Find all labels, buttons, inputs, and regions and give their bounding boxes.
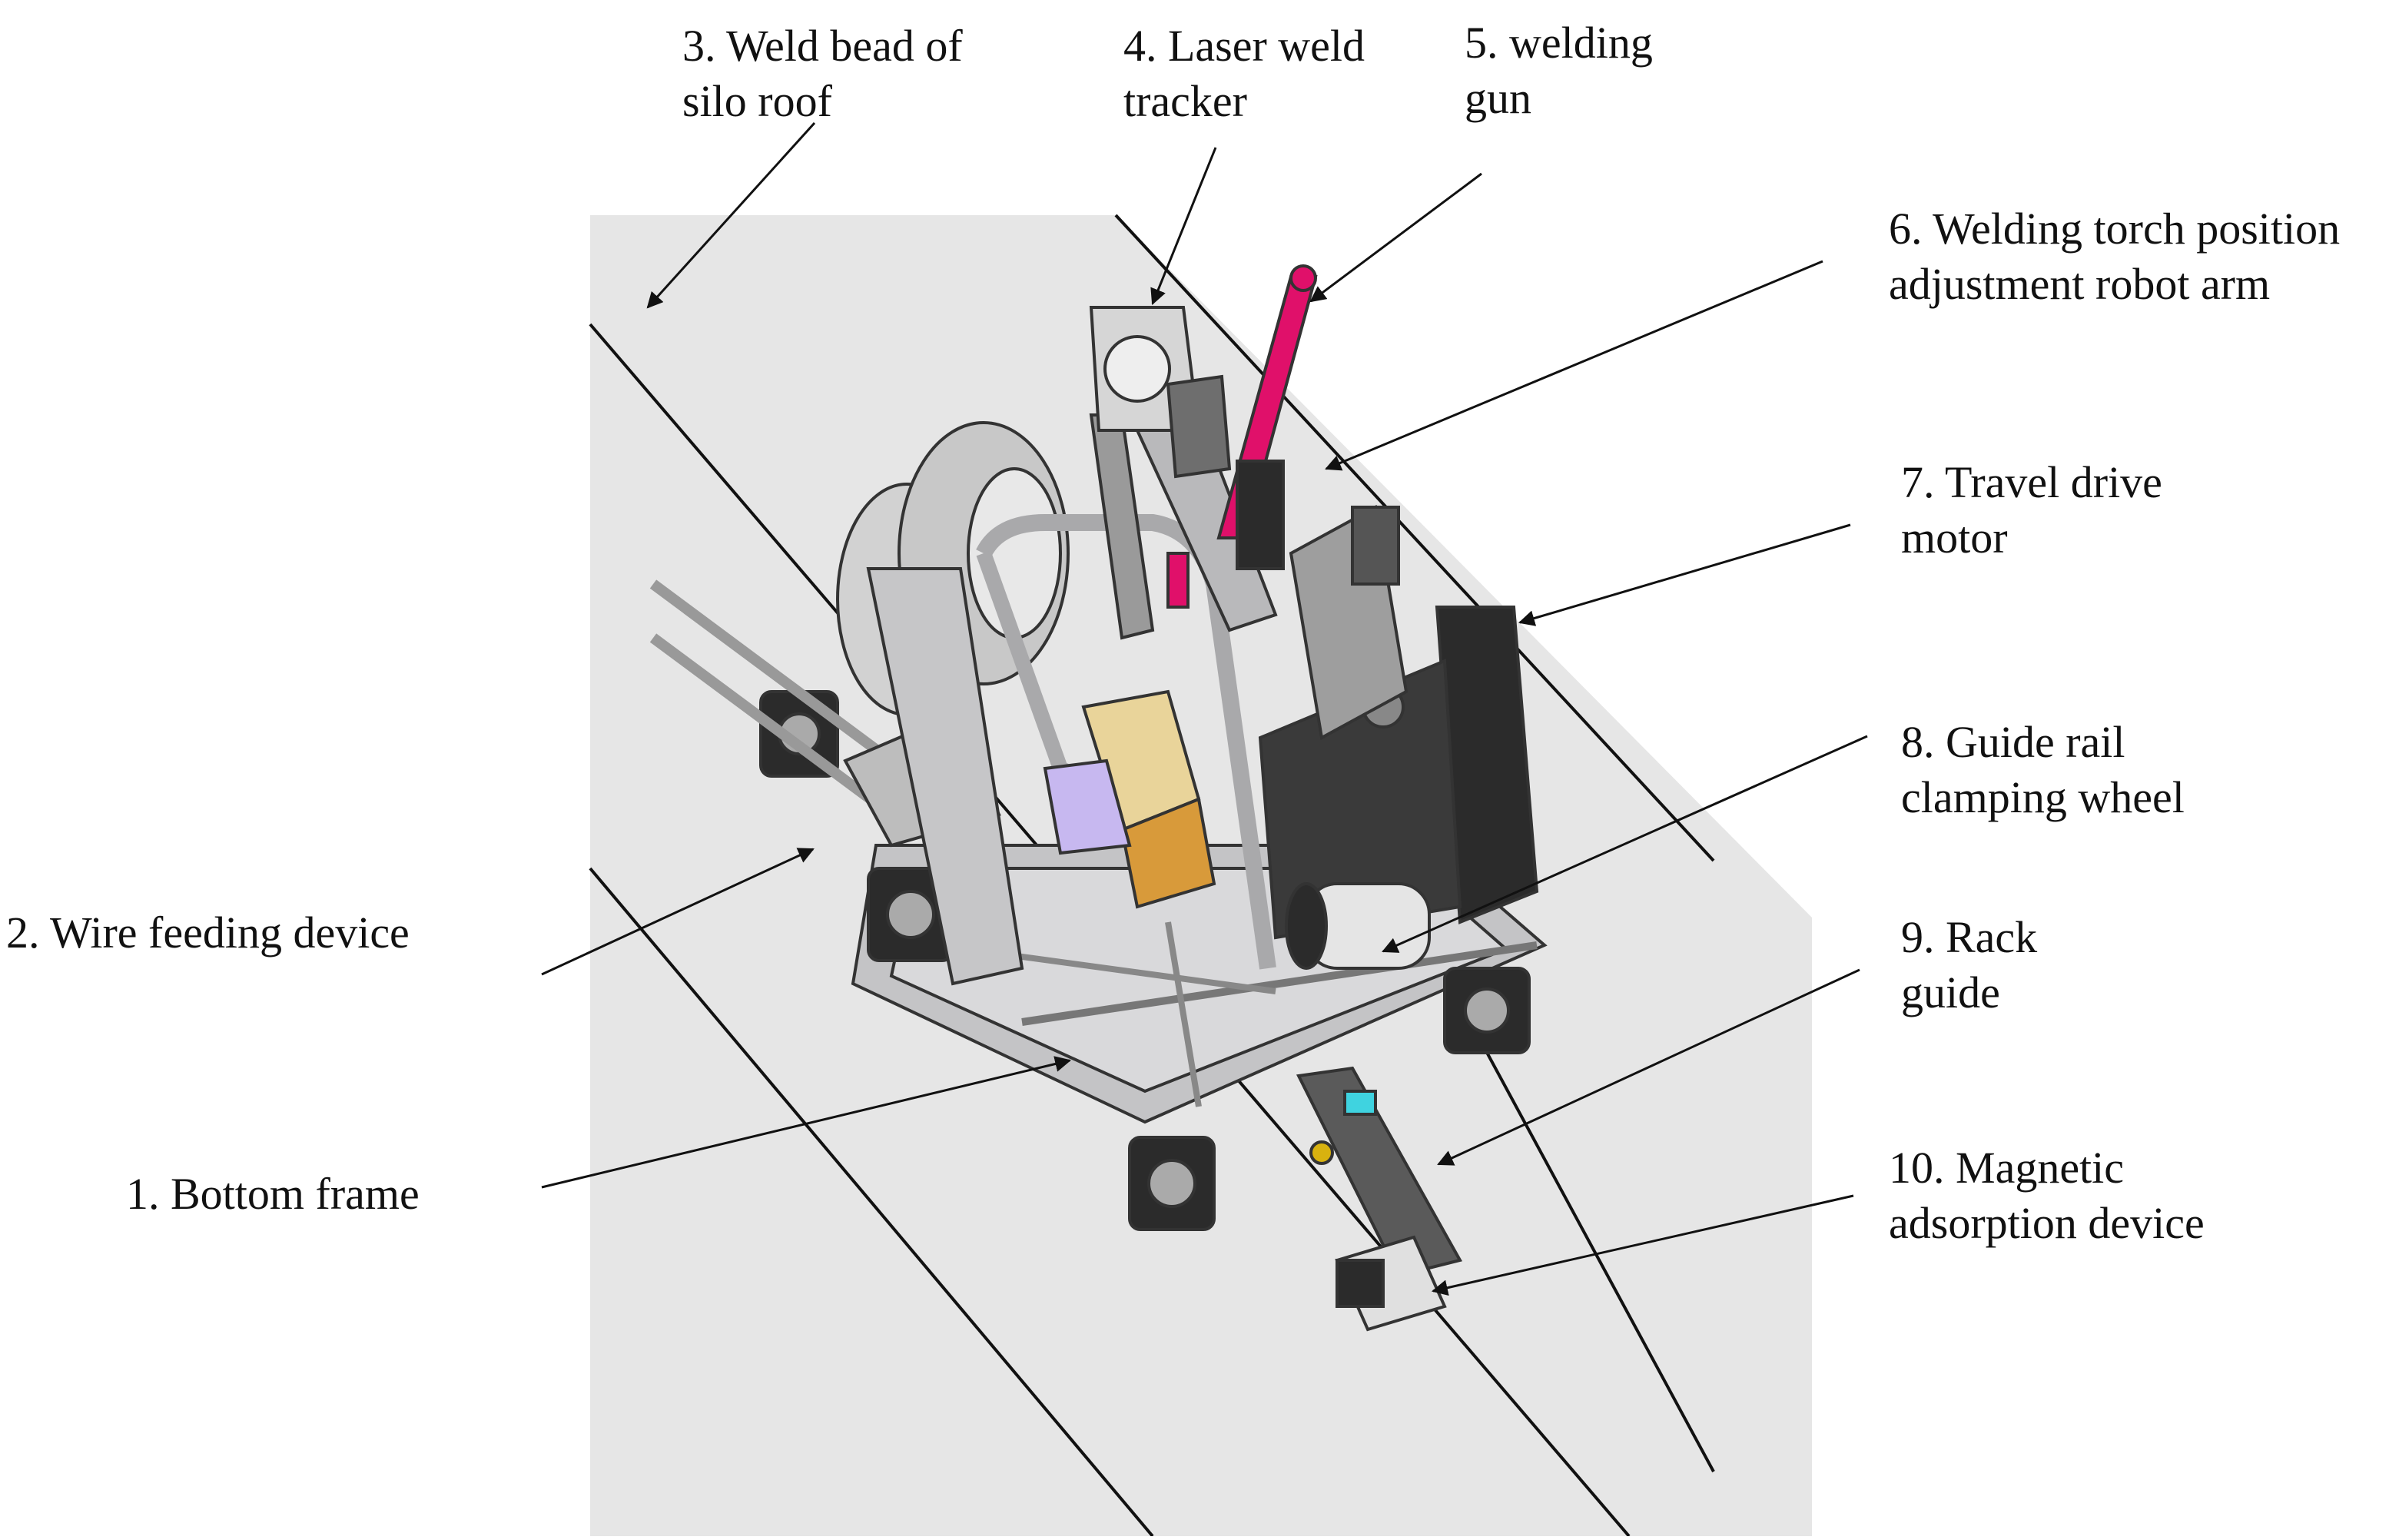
- leader-line-8: [1382, 735, 1868, 953]
- wheel-left: [867, 867, 954, 962]
- leader-line-5: [1309, 172, 1482, 303]
- callout-magnetic-adsorption-device: 10. Magnetic adsorption device: [1889, 1140, 2205, 1251]
- controller-box: [1043, 689, 1216, 909]
- leader-line-1: [541, 1056, 1072, 1189]
- callout-text: tracker: [1123, 76, 1247, 126]
- leader-line-10: [1431, 1194, 1854, 1296]
- callout-text: guide: [1901, 967, 2000, 1017]
- leader-lines: [541, 121, 1868, 1296]
- callout-bottom-frame: 1. Bottom frame: [126, 1167, 420, 1222]
- callout-text: silo roof: [682, 76, 832, 126]
- leader-line-7: [1518, 523, 1851, 626]
- callout-text: clamping wheel: [1901, 772, 2185, 822]
- leader-line-6: [1325, 260, 1823, 471]
- guide-rail-clamping-wheel: [1285, 882, 1431, 970]
- leader-line-3: [646, 121, 816, 309]
- callout-text: 9. Rack: [1901, 912, 2038, 962]
- callout-rack-guide: 9. Rack guide: [1901, 910, 2037, 1021]
- travel-drive-motor: [1258, 606, 1539, 940]
- callout-text: 6. Welding torch position: [1889, 204, 2341, 254]
- wheel-right: [1443, 967, 1531, 1054]
- callout-weld-bead: 3. Weld bead of silo roof: [682, 18, 963, 129]
- callout-torch-adjustment-arm: 6. Welding torch position adjustment rob…: [1889, 201, 2340, 312]
- welding-torch-adjustment-arm: [1089, 413, 1409, 741]
- callout-welding-gun: 5. welding gun: [1465, 15, 1653, 126]
- wheel-front-left: [1128, 1136, 1216, 1231]
- weld-bead-line-left-lower: [589, 867, 1154, 1538]
- rack-guide: [1296, 1066, 1463, 1278]
- callout-text: motor: [1901, 513, 2008, 563]
- callout-laser-weld-tracker: 4. Laser weld tracker: [1123, 18, 1365, 129]
- callout-text: adsorption device: [1889, 1198, 2205, 1248]
- welding-robot: [649, 264, 1548, 1332]
- callout-guide-rail-clamping-wheel: 8. Guide rail clamping wheel: [1901, 715, 2185, 825]
- callout-travel-drive-motor: 7. Travel drive motor: [1901, 455, 2162, 566]
- callout-text: 7. Travel drive: [1901, 457, 2162, 507]
- callout-text: adjustment robot arm: [1889, 259, 2271, 309]
- leader-line-2: [541, 848, 815, 976]
- laser-weld-tracker: [1089, 306, 1232, 479]
- callout-wire-feeding-device: 2. Wire feeding device: [6, 905, 410, 961]
- leader-line-4: [1150, 147, 1217, 305]
- weld-bead-line-right: [1114, 214, 1715, 862]
- callout-text: 8. Guide rail: [1901, 717, 2125, 767]
- callout-text: 5. welding: [1465, 18, 1653, 68]
- callout-text: 4. Laser weld: [1123, 21, 1365, 71]
- callout-text: 1. Bottom frame: [126, 1169, 420, 1219]
- callout-text: 3. Weld bead of: [682, 21, 963, 71]
- callout-text: gun: [1465, 73, 1531, 123]
- welding-gun: [1166, 264, 1318, 609]
- callout-text: 2. Wire feeding device: [6, 908, 410, 958]
- magnetic-adsorption-device: [1335, 1235, 1447, 1332]
- leader-line-9: [1437, 968, 1860, 1166]
- callout-text: 10. Magnetic: [1889, 1143, 2125, 1193]
